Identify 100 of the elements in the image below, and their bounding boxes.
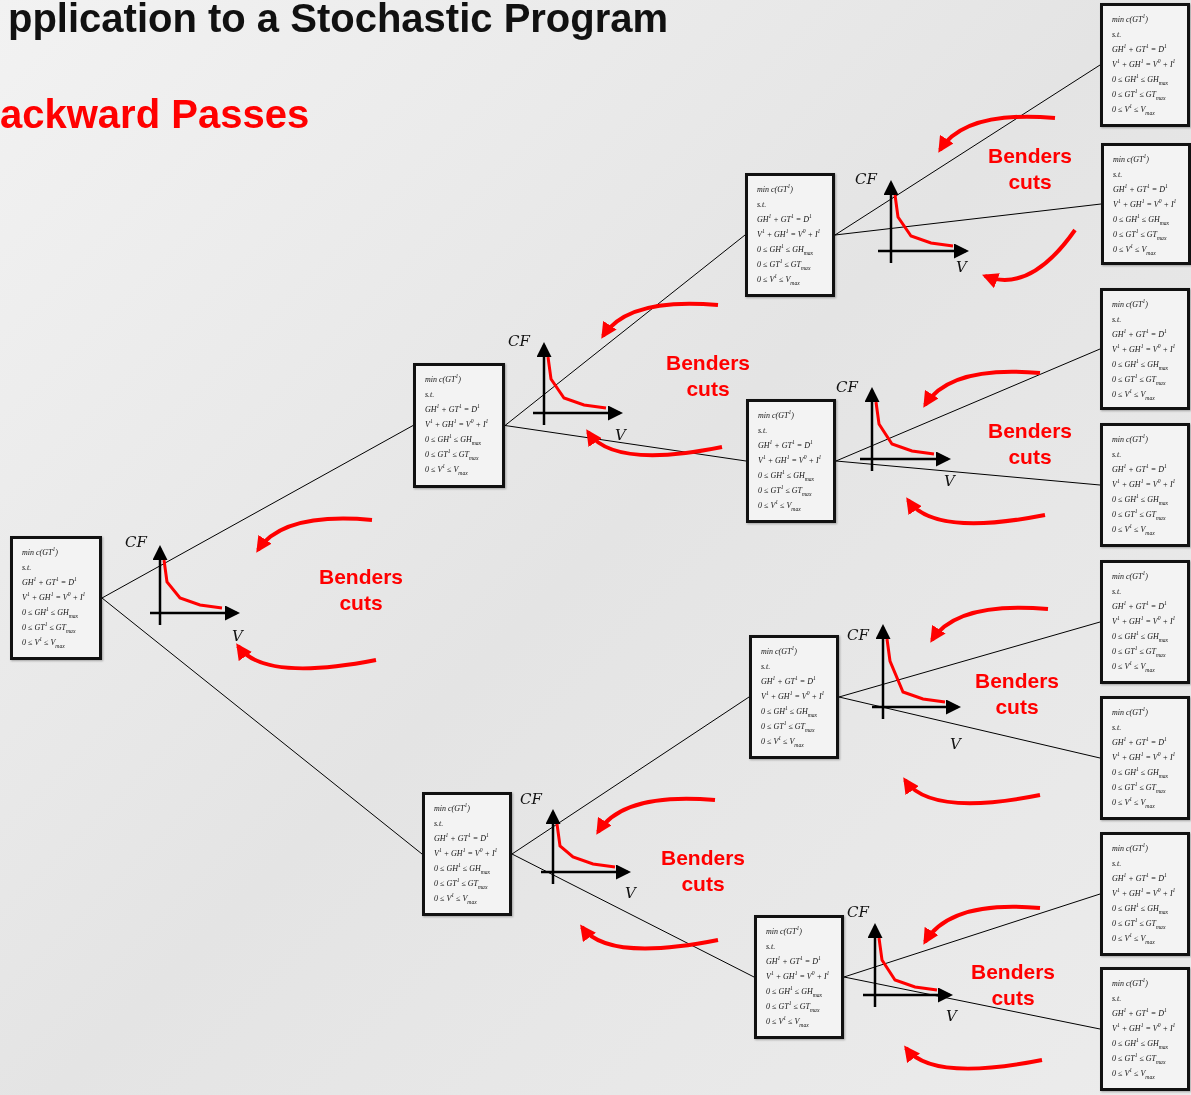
formula-line: 0 ≤ V$^{1}$ ≤ V$_{max}$ bbox=[1112, 1066, 1155, 1081]
formula-line: 0 ≤ GT$^{1}$ ≤ GT$_{max}$ bbox=[1112, 87, 1166, 102]
formula-line: s.t. bbox=[1112, 29, 1122, 41]
formula-line: 0 ≤ GH$^{1}$ ≤ GH$_{max}$ bbox=[757, 242, 814, 257]
formula-line: 0 ≤ V$^{1}$ ≤ V$_{max}$ bbox=[425, 462, 468, 477]
formulation-box bbox=[1100, 696, 1190, 820]
subtitle: ackward Passes bbox=[0, 92, 310, 137]
formula-line: V$^{1}$ + GH$^{1}$ = V$^{0}$ + I$^{1}$ bbox=[425, 417, 489, 431]
formulation-box bbox=[1100, 423, 1190, 547]
formula-line: s.t. bbox=[766, 941, 776, 953]
formula-line: V$^{1}$ + GH$^{1}$ = V$^{0}$ + I$^{1}$ bbox=[1112, 886, 1176, 900]
formula-line: 0 ≤ GT$^{1}$ ≤ GT$_{max}$ bbox=[1112, 1051, 1166, 1066]
formula-line: 0 ≤ GT$^{1}$ ≤ GT$_{max}$ bbox=[761, 719, 815, 734]
formula-line: 0 ≤ V$^{1}$ ≤ V$_{max}$ bbox=[757, 272, 800, 287]
formulation-box bbox=[1100, 3, 1190, 127]
axis-label: V bbox=[956, 258, 967, 276]
formula-line: 0 ≤ GT$^{1}$ ≤ GT$_{max}$ bbox=[22, 620, 76, 635]
tree-branch bbox=[843, 893, 1101, 978]
axis-label: V bbox=[232, 627, 243, 645]
annotation-text: Benders cuts bbox=[987, 143, 1073, 195]
formula-line: 0 ≤ V$^{1}$ ≤ V$_{max}$ bbox=[761, 734, 804, 749]
formula-line: GH$^{1}$ + GT$^{1}$ = D$^{1}$ bbox=[434, 831, 489, 845]
formula-line: 0 ≤ GH$^{1}$ ≤ GH$_{max}$ bbox=[434, 861, 491, 876]
formula-line: GH$^{1}$ + GT$^{1}$ = D$^{1}$ bbox=[757, 212, 812, 226]
formula-line: min c(GT$^{1}$) bbox=[758, 408, 794, 422]
tree-branch bbox=[834, 203, 1102, 236]
formula-line: 0 ≤ V$^{1}$ ≤ V$_{max}$ bbox=[1112, 102, 1155, 117]
axis-label: V bbox=[950, 735, 961, 753]
tree-branch bbox=[511, 696, 750, 855]
formula-line: GH$^{1}$ + GT$^{1}$ = D$^{1}$ bbox=[766, 954, 821, 968]
formula-line: V$^{1}$ + GH$^{1}$ = V$^{0}$ + I$^{1}$ bbox=[757, 227, 821, 241]
formula-line: GH$^{1}$ + GT$^{1}$ = D$^{1}$ bbox=[1112, 462, 1167, 476]
formula-line: GH$^{1}$ + GT$^{1}$ = D$^{1}$ bbox=[1112, 327, 1167, 341]
formula-line: 0 ≤ GH$^{1}$ ≤ GH$_{max}$ bbox=[1112, 357, 1169, 372]
formulation-box bbox=[1100, 288, 1190, 410]
formula-line: 0 ≤ GH$^{1}$ ≤ GH$_{max}$ bbox=[1112, 1036, 1169, 1051]
formula-line: min c(GT$^{1}$) bbox=[757, 182, 793, 196]
tree-branch bbox=[101, 597, 423, 855]
formula-line: 0 ≤ GT$^{1}$ ≤ GT$_{max}$ bbox=[1112, 780, 1166, 795]
formula-line: 0 ≤ GT$^{1}$ ≤ GT$_{max}$ bbox=[758, 483, 812, 498]
formula-line: 0 ≤ GT$^{1}$ ≤ GT$_{max}$ bbox=[425, 447, 479, 462]
formula-line: V$^{1}$ + GH$^{1}$ = V$^{0}$ + I$^{1}$ bbox=[1113, 197, 1177, 211]
formulation-box bbox=[10, 536, 102, 660]
formula-line: V$^{1}$ + GH$^{1}$ = V$^{0}$ + I$^{1}$ bbox=[758, 453, 822, 467]
formula-line: 0 ≤ GH$^{1}$ ≤ GH$_{max}$ bbox=[766, 984, 823, 999]
formula-line: 0 ≤ GH$^{1}$ ≤ GH$_{max}$ bbox=[1112, 629, 1169, 644]
formula-line: s.t. bbox=[1112, 993, 1122, 1005]
formula-line: V$^{1}$ + GH$^{1}$ = V$^{0}$ + I$^{1}$ bbox=[1112, 57, 1176, 71]
formulation-box bbox=[746, 399, 836, 523]
annotation-text: Benders cuts bbox=[974, 668, 1060, 720]
formula-line: 0 ≤ GT$^{1}$ ≤ GT$_{max}$ bbox=[766, 999, 820, 1014]
formula-line: min c(GT$^{1}$) bbox=[1112, 432, 1148, 446]
formula-line: min c(GT$^{1}$) bbox=[1112, 841, 1148, 855]
formula-line: 0 ≤ V$^{1}$ ≤ V$_{max}$ bbox=[1112, 931, 1155, 946]
formula-line: 0 ≤ GH$^{1}$ ≤ GH$_{max}$ bbox=[22, 605, 79, 620]
tree-branch bbox=[843, 976, 1101, 1030]
formula-line: s.t. bbox=[757, 199, 767, 211]
formula-line: GH$^{1}$ + GT$^{1}$ = D$^{1}$ bbox=[761, 674, 816, 688]
formula-line: 0 ≤ GT$^{1}$ ≤ GT$_{max}$ bbox=[1112, 916, 1166, 931]
formula-line: 0 ≤ GH$^{1}$ ≤ GH$_{max}$ bbox=[1112, 901, 1169, 916]
formula-line: 0 ≤ GH$^{1}$ ≤ GH$_{max}$ bbox=[425, 432, 482, 447]
annotation-text: Benders cuts bbox=[970, 959, 1056, 1011]
formula-line: GH$^{1}$ + GT$^{1}$ = D$^{1}$ bbox=[22, 575, 77, 589]
formula-line: s.t. bbox=[425, 389, 435, 401]
formula-line: s.t. bbox=[1112, 722, 1122, 734]
formula-line: s.t. bbox=[1113, 169, 1123, 181]
formula-line: 0 ≤ GT$^{1}$ ≤ GT$_{max}$ bbox=[1113, 227, 1167, 242]
formula-line: s.t. bbox=[22, 562, 32, 574]
formula-line: V$^{1}$ + GH$^{1}$ = V$^{0}$ + I$^{1}$ bbox=[1112, 750, 1176, 764]
formula-line: 0 ≤ V$^{1}$ ≤ V$_{max}$ bbox=[766, 1014, 809, 1029]
formula-line: 0 ≤ V$^{1}$ ≤ V$_{max}$ bbox=[1113, 242, 1156, 257]
formula-line: min c(GT$^{1}$) bbox=[1112, 569, 1148, 583]
formula-line: 0 ≤ V$^{1}$ ≤ V$_{max}$ bbox=[1112, 387, 1155, 402]
formula-line: 0 ≤ GT$^{1}$ ≤ GT$_{max}$ bbox=[1112, 372, 1166, 387]
formula-line: 0 ≤ V$^{1}$ ≤ V$_{max}$ bbox=[1112, 659, 1155, 674]
formulation-box bbox=[1101, 143, 1191, 265]
formula-line: GH$^{1}$ + GT$^{1}$ = D$^{1}$ bbox=[758, 438, 813, 452]
formula-line: s.t. bbox=[1112, 858, 1122, 870]
tree-branch bbox=[504, 425, 747, 462]
formulation-box bbox=[1100, 967, 1190, 1091]
formula-line: min c(GT$^{1}$) bbox=[1112, 976, 1148, 990]
formulation-box bbox=[1100, 832, 1190, 956]
formula-line: GH$^{1}$ + GT$^{1}$ = D$^{1}$ bbox=[1112, 871, 1167, 885]
formulation-box bbox=[1100, 560, 1190, 684]
tree-branch bbox=[511, 853, 755, 978]
formula-line: min c(GT$^{1}$) bbox=[766, 924, 802, 938]
axis-label: V bbox=[625, 884, 636, 902]
formula-line: V$^{1}$ + GH$^{1}$ = V$^{0}$ + I$^{1}$ bbox=[1112, 614, 1176, 628]
formula-line: 0 ≤ V$^{1}$ ≤ V$_{max}$ bbox=[1112, 795, 1155, 810]
annotation-text: Benders cuts bbox=[660, 845, 746, 897]
formula-line: 0 ≤ GH$^{1}$ ≤ GH$_{max}$ bbox=[1113, 212, 1170, 227]
formula-line: V$^{1}$ + GH$^{1}$ = V$^{0}$ + I$^{1}$ bbox=[1112, 342, 1176, 356]
axis-label: V bbox=[946, 1007, 957, 1025]
formula-line: min c(GT$^{1}$) bbox=[434, 801, 470, 815]
formulation-box bbox=[754, 915, 844, 1039]
formula-line: 0 ≤ GH$^{1}$ ≤ GH$_{max}$ bbox=[761, 704, 818, 719]
formulation-box bbox=[745, 173, 835, 297]
tree-branch bbox=[101, 425, 414, 599]
annotation-text: Benders cuts bbox=[665, 350, 751, 402]
formula-line: V$^{1}$ + GH$^{1}$ = V$^{0}$ + I$^{1}$ bbox=[434, 846, 498, 860]
